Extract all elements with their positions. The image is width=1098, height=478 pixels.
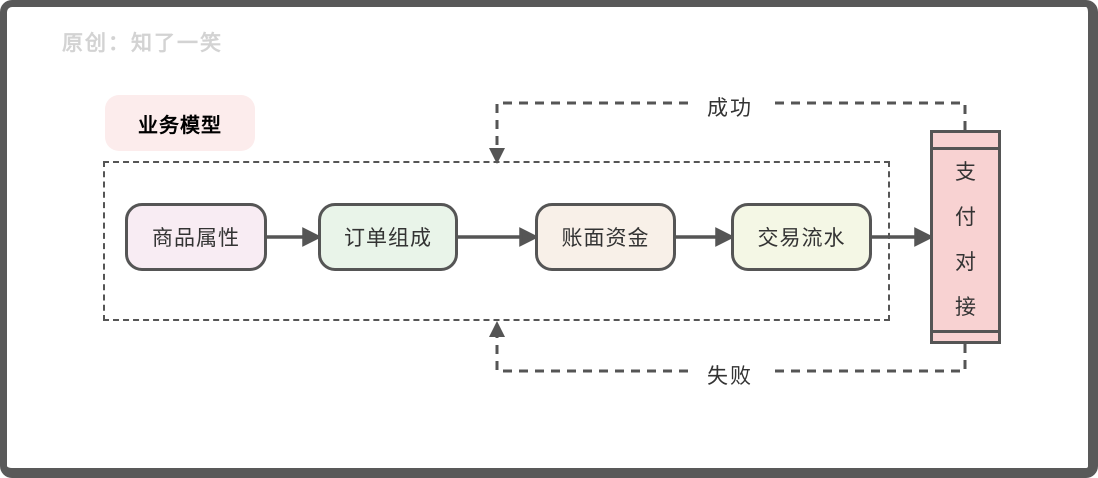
flow-box-product-attributes: 商品属性 <box>125 203 267 271</box>
flow-box-order-composition: 订单组成 <box>318 203 458 271</box>
payment-box-top-band <box>933 133 998 150</box>
author-watermark: 原创：知了一笑 <box>62 32 223 55</box>
section-label-business-model: 业务模型 <box>105 95 255 151</box>
success-label: 成功 <box>691 92 769 122</box>
arrow-up-icon <box>489 321 505 337</box>
payment-integration-box: 支付对接 <box>930 130 1001 344</box>
arrow-right-icon <box>914 227 934 247</box>
flow-box-account-funds: 账面资金 <box>535 203 676 271</box>
flow-box-transaction-flow: 交易流水 <box>731 203 872 271</box>
payment-box-label: 支付对接 <box>955 161 976 319</box>
payment-box-body: 支付对接 <box>933 150 998 330</box>
failure-label: 失败 <box>691 360 769 390</box>
payment-box-bottom-band <box>933 330 998 345</box>
